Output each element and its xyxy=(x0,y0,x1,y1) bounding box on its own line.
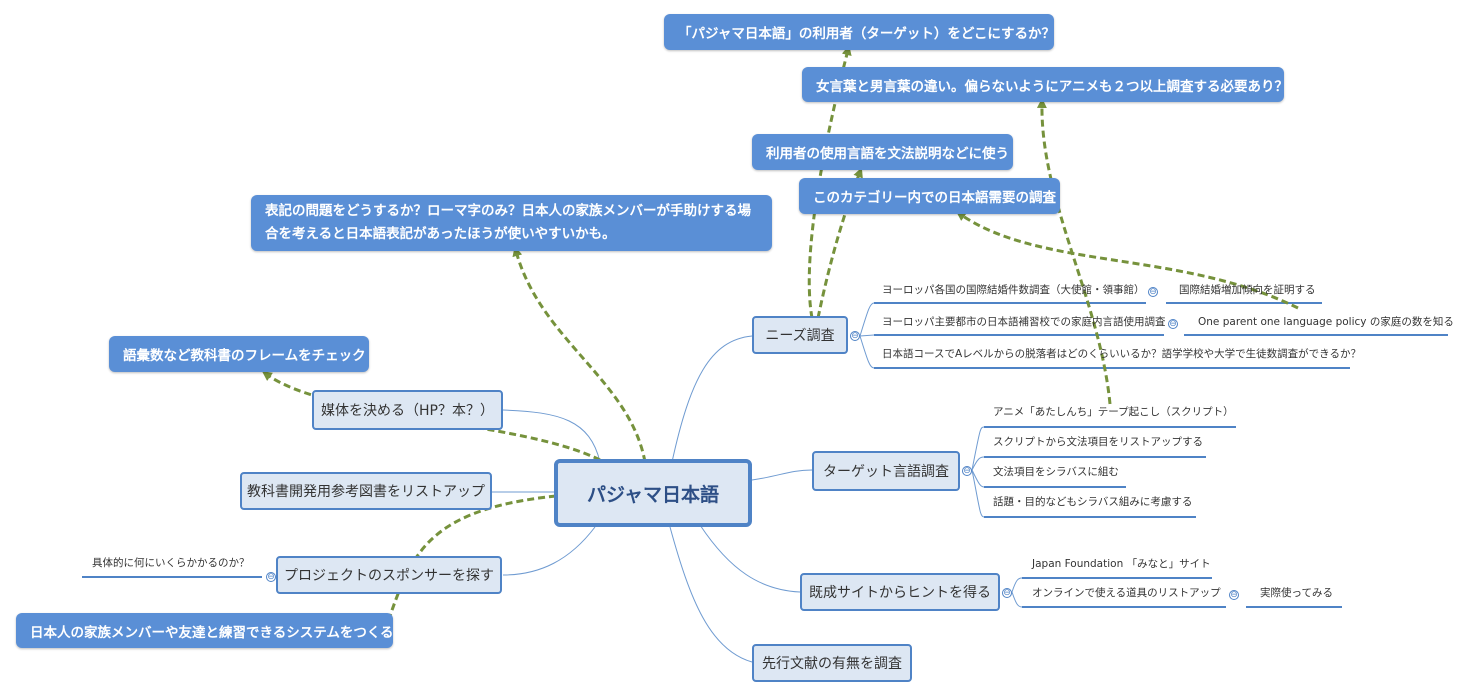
leaf-opol-families[interactable]: One parent one language policy の家庭の数を知る xyxy=(1198,316,1454,328)
branch-sponsor[interactable]: プロジェクトのスポンサーを探す xyxy=(276,556,502,594)
callout-target-users[interactable]: 「パジャマ日本語」の利用者（ターゲット）をどこにするか？ xyxy=(664,14,1055,50)
link-target-3 xyxy=(971,469,985,488)
leaf-marriage-count[interactable]: ヨーロッパ各国の国際結婚件数調査（大使館・領事館） xyxy=(882,284,1145,296)
relation-leaf-c4 xyxy=(955,211,1299,310)
link-central-existing xyxy=(699,524,801,593)
branch-media[interactable]: 媒体を決める（HP？本？） xyxy=(312,390,503,430)
leaf-dropout-survey[interactable]: 日本語コースでAレベルからの脱落者はどのくらいいるか？語学学校や大学で生徒数調査… xyxy=(882,348,1361,360)
link-central-media xyxy=(502,409,601,463)
relation-central-c5 xyxy=(512,246,647,463)
link-central-needs xyxy=(671,335,753,463)
leaf-cost-question[interactable]: 具体的に何にいくらかかるのか？ xyxy=(92,557,250,569)
callout-user-language[interactable]: 利用者の使用言語を文法説明などに使う xyxy=(752,134,1013,170)
leaf-syllabus[interactable]: 文法項目をシラバスに組む xyxy=(993,466,1119,478)
collapse-toggle-icon[interactable]: ⊖ xyxy=(266,572,276,582)
callout-practice-system[interactable]: 日本人の家族メンバーや友達と練習できるシステムをつくる xyxy=(16,613,394,648)
leaf-try-it[interactable]: 実際使ってみる xyxy=(1260,587,1333,599)
branch-reference-books[interactable]: 教科書開発用参考図書をリストアップ xyxy=(240,472,492,510)
branch-needs-research[interactable]: ニーズ調査 xyxy=(752,316,848,354)
leaf-home-language-survey[interactable]: ヨーロッパ主要都市の日本語補習校での家庭内言語使用調査 xyxy=(882,316,1166,328)
collapse-toggle-icon[interactable]: ⊖ xyxy=(850,331,860,341)
leaf-topics-purpose[interactable]: 話題・目的などもシラバス組みに考慮する xyxy=(993,496,1193,508)
link-target-2 xyxy=(971,456,985,471)
link-target-1 xyxy=(971,426,985,471)
link-central-sponsor xyxy=(502,526,596,576)
link-target-4 xyxy=(971,469,985,518)
leaf-minato-site[interactable]: Japan Foundation 「みなと」サイト xyxy=(1032,558,1211,570)
link-needs-1 xyxy=(859,302,875,337)
link-existing-1 xyxy=(1011,577,1023,593)
callout-textbook-frame[interactable]: 語彙数など教科書のフレームをチェック xyxy=(109,336,369,372)
leaf-anime-transcript[interactable]: アニメ「あたしんち」テープ起こし（スクリプト） xyxy=(993,406,1234,418)
relation-leaf-c2 xyxy=(1036,98,1112,405)
collapse-toggle-icon[interactable]: ⊖ xyxy=(1002,588,1012,598)
central-topic[interactable]: パジャマ日本語 xyxy=(554,459,752,527)
collapse-toggle-icon[interactable]: ⊖ xyxy=(1229,590,1239,600)
collapse-toggle-icon[interactable]: ⊖ xyxy=(1168,319,1178,329)
branch-prior-literature[interactable]: 先行文献の有無を調査 xyxy=(752,644,912,682)
link-central-target xyxy=(751,469,813,481)
link-needs-2 xyxy=(859,334,875,337)
callout-notation[interactable]: 表記の問題をどうするか？ローマ字のみ？日本人の家族メンバーが手助けする場合を考え… xyxy=(251,195,772,251)
leaf-online-tools[interactable]: オンラインで使える道具のリストアップ xyxy=(1032,587,1221,599)
link-central-prior xyxy=(669,526,753,663)
callout-gendered-language[interactable]: 女言葉と男言葉の違い。偏らないようにアニメも２つ以上調査する必要あり？ xyxy=(802,67,1288,102)
collapse-toggle-icon[interactable]: ⊖ xyxy=(962,466,972,476)
callout-demand-survey[interactable]: このカテゴリー内での日本語需要の調査 xyxy=(799,178,1060,214)
link-existing-2 xyxy=(1011,591,1023,608)
relation-central-c7 xyxy=(381,494,557,635)
link-needs-3 xyxy=(859,335,875,369)
branch-existing-sites[interactable]: 既成サイトからヒントを得る xyxy=(800,573,1000,611)
leaf-grammar-list[interactable]: スクリプトから文法項目をリストアップする xyxy=(993,436,1203,448)
branch-target-language[interactable]: ターゲット言語調査 xyxy=(812,451,960,491)
collapse-toggle-icon[interactable]: ⊖ xyxy=(1148,287,1158,297)
leaf-marriage-trend[interactable]: 国際結婚増加傾向を証明する xyxy=(1179,284,1316,296)
